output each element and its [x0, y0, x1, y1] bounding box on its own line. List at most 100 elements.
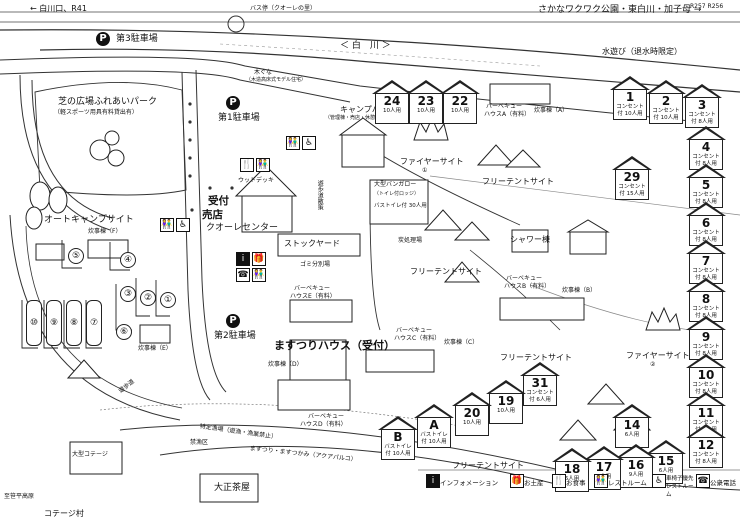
auto-site[interactable]: ①: [160, 292, 176, 308]
right-direction: さかなワクワク公園・東白川・加子母 →: [538, 5, 702, 15]
parking-icon: P: [226, 314, 240, 328]
auto-site[interactable]: ⑤: [68, 248, 84, 264]
bridge-label: バス停（クオーレの里）: [250, 5, 317, 12]
fire-site-2-label: ファイヤーサイト: [626, 351, 690, 360]
bbq-a-sub: ハウスA（有料）: [484, 111, 531, 118]
to-saku-label: 至笹平高原: [4, 493, 35, 500]
parking-3-label: 第3駐車場: [116, 34, 158, 44]
stock-yard-label: ストックヤード: [284, 239, 340, 248]
garbage-label: ゴミ分別場: [300, 261, 331, 268]
bungalow-sub: （トイレ付ロッジ）: [374, 191, 420, 197]
fire-site-2-num: ②: [650, 361, 656, 368]
legend-label: レストルーム: [608, 479, 647, 487]
parking-1-label: 第1駐車場: [218, 113, 260, 123]
souvenir-icon: 🎁: [252, 252, 266, 266]
parking-icon: P: [96, 32, 110, 46]
legend-label: 公衆電話: [710, 479, 736, 487]
charcoal-label: 炭処理場: [398, 237, 423, 244]
bbq-a-label: バーベキュー: [486, 103, 523, 110]
bungalow-label: 大型バンガロー: [374, 181, 417, 188]
river-name: ＜ 白 川 ＞: [340, 41, 391, 51]
wheelchair-icon: ♿: [302, 136, 316, 150]
free-tent-site-label: フリーテントサイト: [482, 177, 554, 186]
legend-label: お食事: [566, 479, 586, 487]
cook-a-label: 炊事棟（A）: [534, 107, 569, 114]
restroom-icon: 👫: [594, 474, 608, 488]
wheelchair-icon: ♿: [176, 218, 190, 232]
water-play-label: 水遊び（退水時限定）: [602, 47, 682, 56]
cook-e-label: 炊事棟（E）: [138, 345, 172, 352]
auto-site[interactable]: ③: [120, 286, 136, 302]
parking-2-label: 第2駐車場: [214, 331, 256, 341]
legend-label: お土産: [524, 479, 544, 487]
meal-icon: 🍴: [552, 474, 566, 488]
auto-site[interactable]: ②: [140, 290, 156, 306]
wood-deck-label: ウッドデッキ: [238, 177, 275, 184]
shower-label: シャワー棟: [510, 235, 550, 244]
bbq-d-sub: ハウスD（有料）: [300, 421, 347, 428]
free-tent-site-4-label: フリーテントサイト: [452, 461, 524, 470]
tree-walk-label: 遊歩道散策: [316, 180, 324, 210]
bbq-b-label: バーベキュー: [506, 275, 543, 282]
quore-center-label: クオーレセンター: [206, 223, 279, 233]
bbq-b-sub: ハウスB（有料）: [504, 283, 551, 290]
free-tent-site-2-label: フリーテントサイト: [410, 267, 482, 276]
bungalow-cap: バストイレ付 30人用: [374, 203, 427, 209]
auto-site[interactable]: ⑦: [86, 300, 102, 346]
cook-d-label: 炊事棟（D）: [268, 361, 303, 368]
auto-camp-label: オートキャンプサイト: [44, 215, 134, 225]
restroom-icon: 👫: [160, 218, 174, 232]
park-note: （軽スポーツ用具有料貸出有）: [54, 109, 138, 116]
parking-icon: P: [226, 96, 240, 110]
kibuna-label: 木ぐな: [254, 69, 273, 76]
masutsuri-label: ますつりハウス（受付）: [274, 339, 395, 352]
auto-site[interactable]: ④: [120, 252, 136, 268]
auto-site[interactable]: ⑥: [116, 324, 132, 340]
big-cottage-label: 大型コテージ: [72, 451, 108, 458]
camp-house-label: キャンプハウス: [340, 105, 396, 114]
auto-site[interactable]: ⑧: [66, 300, 82, 346]
auto-site[interactable]: ⑩: [26, 300, 42, 346]
park-name: 芝の広場ふれあいパーク: [58, 97, 158, 107]
auto-site[interactable]: ⑨: [46, 300, 62, 346]
bbq-c-label: バーベキュー: [396, 327, 433, 334]
cottage-village-label: コテージ村: [44, 509, 84, 518]
kibuna-sub: （木造高床式モデル住宅）: [246, 77, 307, 83]
cook-f-label: 炊事棟（F）: [88, 228, 122, 235]
otenkan-label: 大正茶屋: [214, 483, 251, 493]
bbq-e-sub: ハウスE（有料）: [290, 293, 336, 300]
fire-site-1-num: ①: [422, 167, 428, 174]
cook-b-label: 炊事棟（B）: [562, 287, 597, 294]
restroom-icon: 👫: [252, 268, 266, 282]
reception-label: 受付: [208, 195, 229, 207]
wheelchair-icon: ♿: [652, 474, 666, 488]
phone-icon: ☎: [236, 268, 250, 282]
bbq-d-label: バーベキュー: [308, 413, 345, 420]
information-icon: i: [236, 252, 250, 266]
restroom-icon: 👫: [256, 158, 270, 172]
restroom-icon: 👫: [286, 136, 300, 150]
bbq-c-sub: ハウスC（有料）: [394, 335, 441, 342]
no-swim-label: 禁漁区: [190, 439, 209, 446]
fire-site-1-label: ファイヤーサイト: [400, 157, 464, 166]
free-tent-site-3-label: フリーテントサイト: [500, 353, 572, 362]
legend-label: インフォメーション: [440, 479, 499, 487]
information-icon: i: [426, 474, 440, 488]
